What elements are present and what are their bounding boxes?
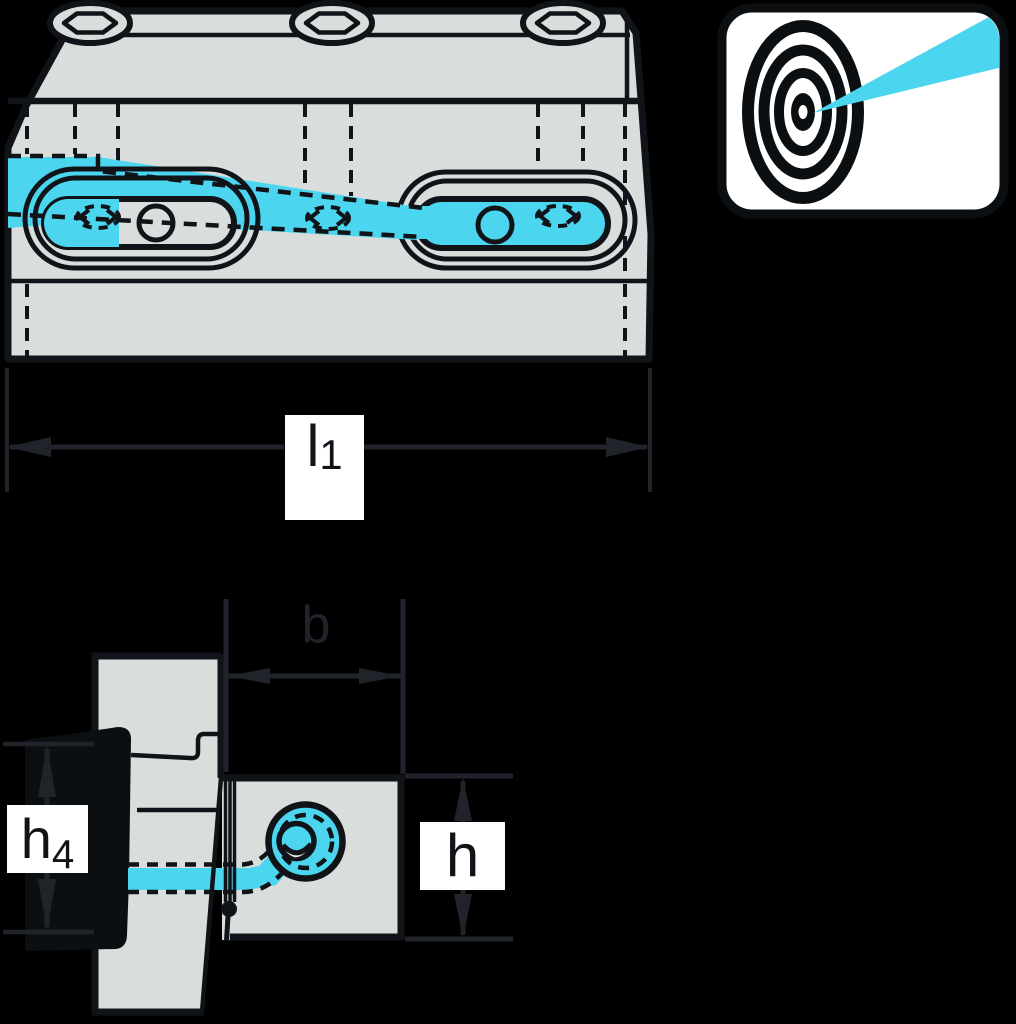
coolant-channel-dashed-edges [128,848,285,895]
label-base: h [445,822,480,889]
precision-coolant-target-icon [717,3,1009,219]
dimension-h4 [3,741,94,935]
screw-hole-right [475,205,515,245]
arrowhead-up-icon [38,745,56,797]
label-base: l [306,414,320,479]
label-base: b [301,596,331,654]
shank-slant-edge [199,777,224,1013]
arrowhead-down-icon [38,879,56,931]
insert-slot-left-rings [22,166,261,271]
clamp-screw-1 [47,0,133,46]
clamp-slit [221,776,237,942]
arrow-left-icon [78,208,91,226]
seat-step-line [130,731,221,761]
hex-socket-icon [534,11,592,35]
label-base: h [20,807,52,870]
hidden-hole-lines [25,104,627,356]
dimension-label-b: b [290,594,342,656]
arrow-right-icon [565,207,578,225]
arrow-left-icon [308,209,321,227]
arrow-left-icon [538,207,551,225]
coolant-outlet-left [75,204,121,230]
channel-entry-patch [412,206,430,239]
arrowhead-right-icon [606,437,650,457]
dimension-b [223,599,406,774]
arrowhead-up-icon [454,777,472,821]
bore-crescent [283,844,311,858]
label-subscript: 1 [319,430,343,478]
dimension-l1 [5,368,652,492]
bullseye-target-icon [742,20,864,204]
bore-arc [281,842,313,856]
tool-block-top-view [4,0,655,363]
label-subscript: 4 [51,831,75,878]
clamp-screw-2 [289,0,375,46]
arrowhead-left-icon [228,668,270,684]
arrowhead-down-icon [454,894,472,938]
hex-socket-icon [61,11,119,35]
coolant-outlet-middle [305,205,351,231]
hex-socket-icon [303,11,361,35]
arrow-right-icon [335,209,348,227]
coolant-outlet-right [535,204,581,228]
clamp-screw-3 [520,0,606,46]
coolant-jet-icon [813,13,999,113]
relief-hole [221,901,237,917]
arrowhead-left-icon [7,437,51,457]
dimension-label-h: h [420,822,505,890]
arrowhead-right-icon [359,668,401,684]
coolant-channel-highlight [128,853,292,890]
arrow-right-icon [105,208,118,226]
dimension-h [405,773,513,942]
